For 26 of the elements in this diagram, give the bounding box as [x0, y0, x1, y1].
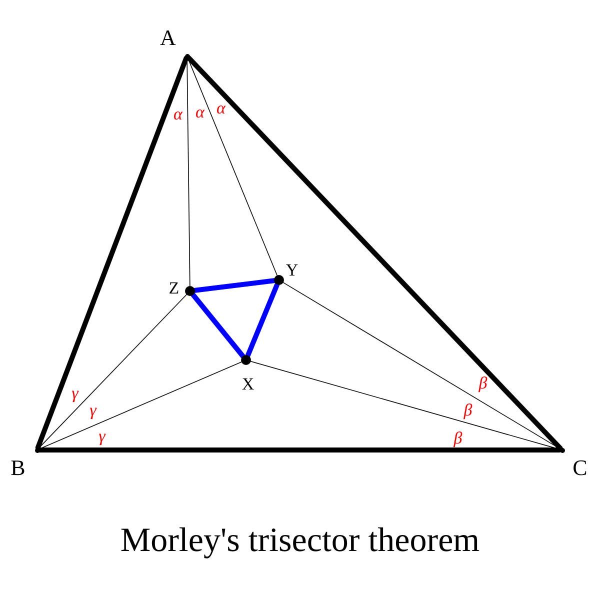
- line: [38, 294, 187, 449]
- caption: Morley's trisector theorem: [119, 524, 481, 558]
- angle-label: α: [216, 100, 226, 116]
- angle-label: γ: [98, 428, 106, 444]
- thick-line: [245, 282, 280, 358]
- angle-label: β: [478, 374, 488, 392]
- thick-line: [37, 448, 562, 452]
- angle-label: α: [174, 106, 182, 122]
- thick-line: [192, 278, 277, 293]
- angle-label: γ: [90, 402, 96, 418]
- angle-label: β: [464, 402, 472, 418]
- vertex-point: [184, 54, 190, 58]
- vertex-label: Z: [168, 280, 180, 296]
- angle-label: α: [196, 104, 204, 120]
- vertex-point: [560, 448, 564, 452]
- vertex-label: A: [160, 27, 176, 49]
- vertex-label: Y: [286, 262, 298, 278]
- line: [38, 362, 242, 450]
- thick-line: [35, 56, 189, 450]
- vertex-label: C: [572, 457, 588, 479]
- vertex-label: X: [242, 376, 254, 392]
- angle-label: γ: [72, 384, 78, 402]
- thick-line: [190, 292, 246, 359]
- vertex-label: B: [10, 457, 26, 479]
- angle-label: β: [454, 430, 462, 446]
- thick-line: [186, 55, 563, 451]
